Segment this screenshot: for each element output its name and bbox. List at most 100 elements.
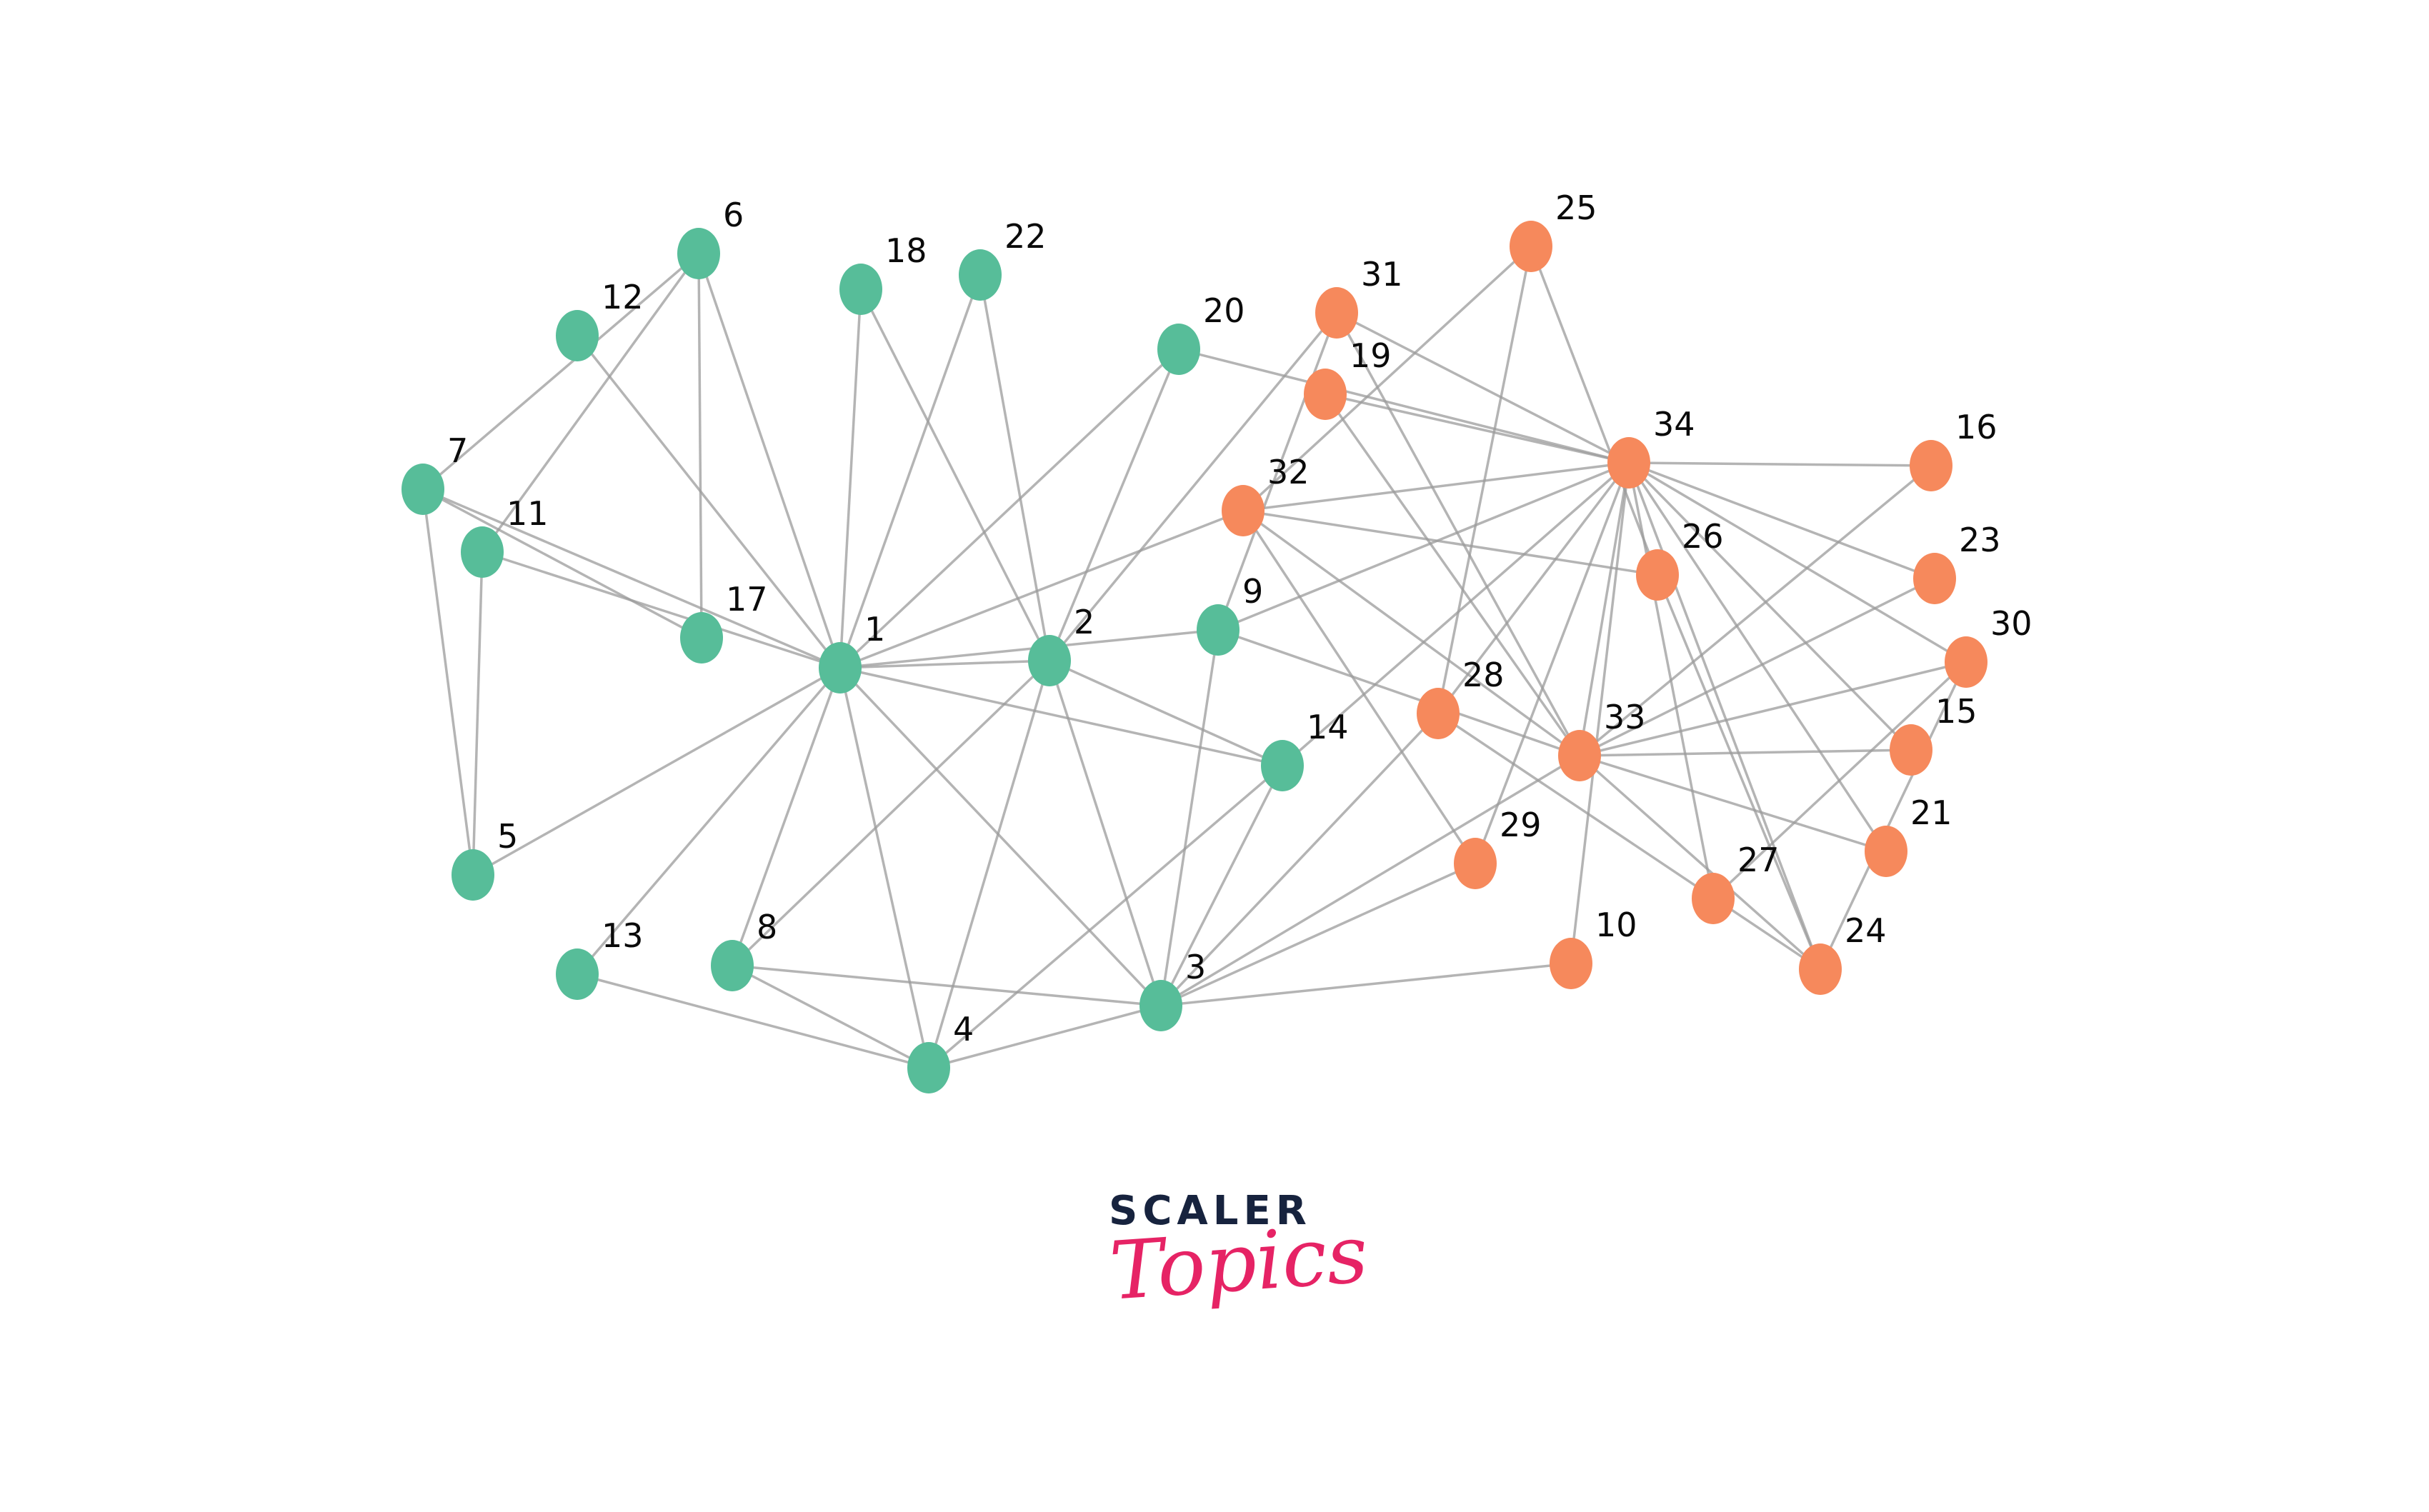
- graph-node-label-11: 11: [507, 494, 549, 533]
- graph-edge-5-11: [472, 551, 484, 876]
- graph-node-23: [1913, 553, 1956, 604]
- graph-edge-6-17: [697, 253, 703, 639]
- graph-node-label-7: 7: [447, 431, 468, 470]
- graph-edge-31-34: [1336, 311, 1630, 464]
- graph-edge-1-11: [482, 551, 841, 669]
- graph-edge-3-9: [1159, 629, 1220, 1006]
- graph-node-27: [1692, 873, 1735, 924]
- graph-nodes-layer: [401, 221, 1987, 1093]
- graph-edge-2-22: [979, 274, 1051, 661]
- graph-edge-30-34: [1628, 461, 1967, 664]
- graph-node-1: [819, 642, 862, 694]
- graph-node-label-33: 33: [1604, 698, 1646, 736]
- graph-edge-1-18: [839, 289, 862, 669]
- graph-node-label-14: 14: [1307, 708, 1349, 746]
- graph-edge-24-34: [1627, 462, 1822, 970]
- graph-edge-24-33: [1578, 754, 1822, 971]
- graph-node-33: [1558, 730, 1601, 781]
- graph-edge-20-34: [1178, 348, 1630, 464]
- graph-node-label-25: 25: [1555, 189, 1597, 227]
- graph-edge-1-4: [839, 667, 930, 1068]
- graph-edge-1-20: [839, 348, 1180, 669]
- graph-node-label-19: 19: [1350, 336, 1392, 375]
- graph-edge-3-33: [1160, 754, 1580, 1007]
- graph-edge-2-31: [1048, 311, 1338, 662]
- graph-edge-3-8: [732, 964, 1162, 1007]
- graph-edge-26-32: [1242, 509, 1658, 576]
- graph-node-3: [1139, 980, 1182, 1031]
- graph-edge-24-30: [1819, 661, 1967, 970]
- graph-edge-5-7: [422, 489, 474, 876]
- graph-node-label-8: 8: [757, 908, 777, 946]
- graph-node-7: [401, 464, 444, 515]
- graph-edge-9-31: [1217, 312, 1338, 631]
- graph-edge-1-8: [731, 667, 842, 966]
- graph-node-label-22: 22: [1004, 217, 1047, 256]
- graph-edge-28-34: [1437, 461, 1630, 715]
- graph-node-16: [1910, 440, 1952, 491]
- graph-node-34: [1607, 437, 1650, 489]
- graph-node-label-6: 6: [723, 196, 744, 234]
- graph-node-32: [1222, 485, 1265, 536]
- graph-edge-4-8: [732, 964, 929, 1069]
- graph-node-4: [907, 1042, 950, 1093]
- graph-edge-25-32: [1242, 245, 1532, 512]
- graph-edge-1-32: [839, 509, 1244, 669]
- graph-edge-1-5: [472, 666, 841, 876]
- graph-edge-1-22: [839, 274, 982, 669]
- graph-edge-3-29: [1160, 862, 1476, 1007]
- graph-edge-24-28: [1437, 712, 1821, 971]
- graph-node-31: [1315, 287, 1358, 339]
- graph-node-19: [1304, 369, 1347, 420]
- graph-edge-25-26: [1530, 246, 1659, 576]
- graph-edge-1-13: [576, 666, 842, 976]
- graph-edge-2-20: [1048, 349, 1180, 661]
- graph-node-label-20: 20: [1203, 291, 1245, 330]
- graph-edge-33-34: [1578, 462, 1630, 756]
- graph-node-label-30: 30: [1990, 604, 2033, 643]
- graph-node-label-9: 9: [1242, 572, 1263, 611]
- graph-node-29: [1454, 838, 1497, 889]
- graph-edge-32-33: [1242, 509, 1581, 757]
- graph-edge-15-33: [1579, 749, 1912, 757]
- graph-edge-14-34: [1281, 461, 1630, 767]
- graph-edge-3-14: [1159, 765, 1284, 1006]
- graph-node-20: [1157, 324, 1200, 375]
- graph-edge-21-33: [1579, 754, 1887, 853]
- graph-node-label-32: 32: [1267, 453, 1310, 491]
- graph-node-label-31: 31: [1361, 255, 1403, 294]
- graph-edge-27-34: [1627, 462, 1715, 899]
- graph-node-label-28: 28: [1462, 656, 1505, 694]
- graph-node-9: [1197, 604, 1240, 656]
- graph-edge-16-33: [1578, 464, 1932, 757]
- graph-node-label-15: 15: [1935, 692, 1977, 731]
- graph-node-label-4: 4: [953, 1010, 974, 1048]
- graph-node-18: [839, 264, 882, 315]
- graph-edge-3-4: [928, 1004, 1162, 1069]
- graph-node-13: [556, 948, 599, 1000]
- graph-node-label-13: 13: [602, 916, 644, 955]
- graph-node-10: [1550, 938, 1592, 989]
- graph-node-label-23: 23: [1959, 521, 2001, 559]
- graph-edge-1-12: [576, 334, 842, 669]
- graph-node-label-24: 24: [1845, 911, 1887, 950]
- graph-node-label-1: 1: [864, 610, 885, 649]
- graph-edge-2-3: [1048, 660, 1162, 1006]
- graph-edge-1-2: [839, 659, 1050, 669]
- graph-node-label-16: 16: [1955, 408, 1997, 446]
- graph-node-label-17: 17: [726, 580, 768, 619]
- graph-node-5: [452, 849, 494, 901]
- graph-node-11: [461, 526, 504, 578]
- graph-node-26: [1636, 549, 1679, 601]
- graph-node-label-3: 3: [1185, 948, 1206, 986]
- graph-node-label-5: 5: [497, 817, 518, 856]
- graph-node-8: [711, 940, 754, 991]
- graph-edge-2-8: [731, 659, 1051, 967]
- graph-node-12: [556, 310, 599, 361]
- graph-edge-19-33: [1324, 393, 1581, 757]
- scaler-wordmark: SCALER: [1109, 1188, 1312, 1234]
- graph-edges-layer: [422, 245, 1967, 1069]
- graph-node-15: [1890, 724, 1932, 776]
- graph-node-label-34: 34: [1653, 405, 1695, 444]
